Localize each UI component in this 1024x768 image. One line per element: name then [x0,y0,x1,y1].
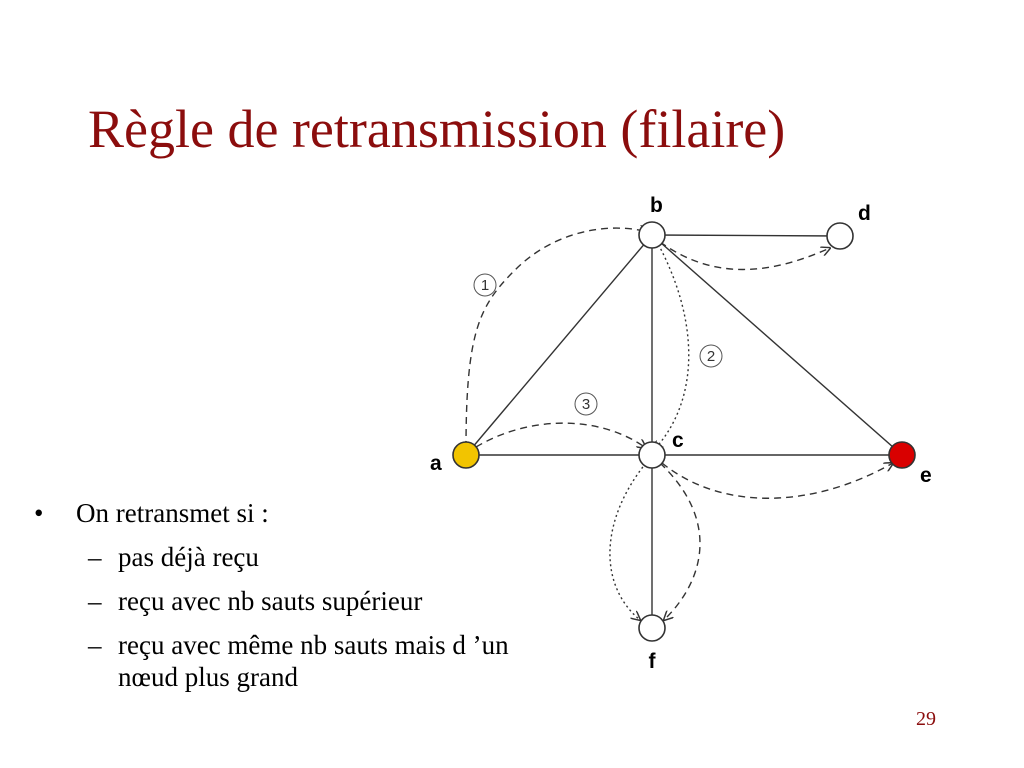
slide-title: Règle de retransmission (filaire) [88,99,786,159]
sub-bullet-2-text: reçu avec nb sauts supérieur [118,586,423,616]
bullet-list: • On retransmet si : – pas déjà reçu – r… [34,498,554,705]
step-marker-1: 1 [473,273,497,297]
step-marker-2: 2 [699,344,723,368]
page-number: 29 [916,708,936,730]
edge-b-d [651,234,841,237]
path-c-to-f-right [659,462,701,620]
edge-b-e [651,234,903,456]
path-c-to-f-left [609,462,647,620]
node-a [452,441,480,469]
nodes [452,221,916,642]
bullet-main: • On retransmet si : [34,498,554,529]
edges [465,234,903,628]
path-c-to-e [661,463,893,499]
path-a-to-c [475,422,646,448]
path-a-to-b [465,228,648,449]
dash-marker: – [88,542,102,572]
step-marker-2-label: 2 [707,348,715,365]
path-b-to-c [654,239,690,450]
node-d [826,222,854,250]
node-d-label: d [858,202,871,225]
sub-bullet-3-text: reçu avec même nb sauts mais d ’un nœud … [118,630,509,692]
sub-bullet-1-text: pas déjà reçu [118,542,259,572]
edge-a-b [465,234,653,456]
node-b [638,221,666,249]
node-c-label: c [672,429,684,452]
node-b-label: b [650,194,663,217]
dash-marker: – [88,586,102,616]
node-e-label: e [920,464,932,487]
path-b-to-d [659,241,830,271]
sub-bullet-2: – reçu avec nb sauts supérieur [88,585,554,617]
bullet-main-text: On retransmet si : [76,498,269,528]
sub-bullet-3: – reçu avec même nb sauts mais d ’un nœu… [88,629,554,693]
step-marker-3-label: 3 [582,396,590,413]
dotted-paths [609,239,690,620]
dash-marker: – [88,630,102,660]
step-marker-1-label: 1 [481,277,489,294]
node-e [888,441,916,469]
node-a-label: a [430,452,442,475]
node-c [638,441,666,469]
node-f-label: f [649,650,657,673]
node-f [638,614,666,642]
dashed-paths [465,228,893,620]
sub-bullet-1: – pas déjà reçu [88,541,554,573]
bullet-dot: • [34,498,44,528]
step-marker-3: 3 [574,392,598,416]
